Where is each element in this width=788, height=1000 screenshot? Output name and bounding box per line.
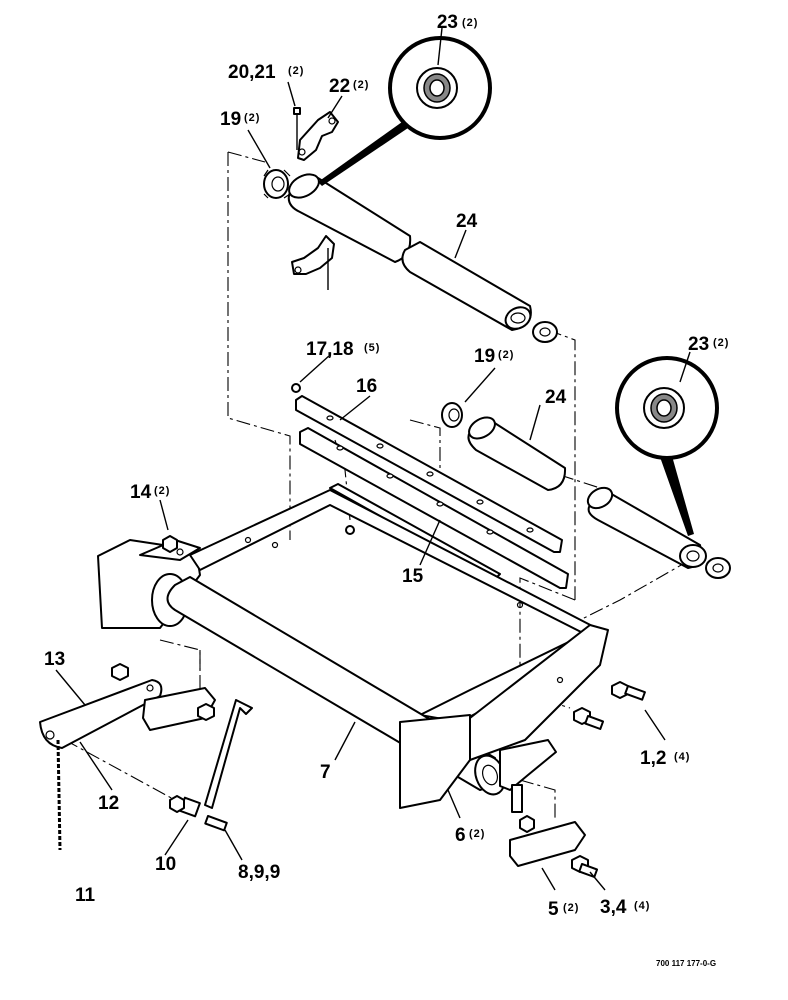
leader-lines [55,27,691,891]
callout-22-label: 22 [329,76,350,97]
roller-mid-left [467,419,567,491]
end-bearing [532,321,558,343]
main-frame [97,489,609,813]
callout-23-right-label: 23 [688,334,709,355]
callout-19-label: 19 [220,109,241,130]
callout-6-qty: (2) [469,828,485,840]
hardware [39,535,646,878]
callout-17-18-qty: (5) [364,342,380,354]
callout-10-label: 10 [155,854,176,875]
callout-12-label: 12 [98,793,119,814]
callout-23-right-qty: (2) [713,337,729,349]
callout-3-4-label: 3,4 [600,897,627,918]
callout-23-label: 23 [437,12,458,33]
callout-15-label: 15 [402,566,424,587]
callout-23-qty: (2) [462,17,478,29]
end-bearing-low [705,557,731,579]
right-side-plate [399,714,471,809]
figure-code: 700 117 177-0-G [656,959,716,968]
callout-5-label: 5 [548,899,559,920]
strip-15 [299,427,569,589]
middle-roller-assembly [441,402,731,579]
callout-19-qty: (2) [244,112,260,124]
bearing-housing-lower [291,235,335,275]
callout-24-label: 24 [456,211,478,232]
callout-13-label: 13 [44,649,65,670]
bearing-detail-right [615,356,719,536]
callout-14-qty: (2) [154,485,170,497]
callout-7-label: 7 [320,762,331,783]
callout-6-label: 6 [455,825,466,846]
roller-upper-left [287,177,412,263]
bearing-detail-top [318,36,492,186]
callout-1-2-label: 1,2 [640,748,666,769]
callout-19-mid-qty: (2) [498,349,514,361]
callout-24-mid-label: 24 [545,387,567,408]
callout-11-label: 11 [75,885,96,906]
callout-14-label: 14 [130,482,152,503]
scraper-strips [291,383,569,589]
callout-17-18-label: 17,18 [306,339,354,360]
right-bracket [509,821,586,867]
callout-labels: 23 (2) 20,21 (2) 22 (2) 19 (2) 24 17,18 … [44,12,729,968]
callout-20-21-label: 20,21 [228,62,276,83]
callout-20-21-qty: (2) [288,65,304,77]
callout-5-qty: (2) [563,902,579,914]
upper-roller-assembly [263,107,558,343]
roller-upper-right [401,241,532,331]
bearing-housing-upper [297,111,339,161]
flanged-bearing-mid [441,402,463,428]
callout-16-label: 16 [356,376,377,397]
callout-8-9-9-label: 8,9,9 [238,862,280,883]
callout-19-mid-label: 19 [474,346,495,367]
callout-3-4-qty: (4) [634,900,650,912]
callout-1-2-qty: (4) [674,751,690,763]
flanged-bearing [263,169,289,199]
callout-22-qty: (2) [353,79,369,91]
